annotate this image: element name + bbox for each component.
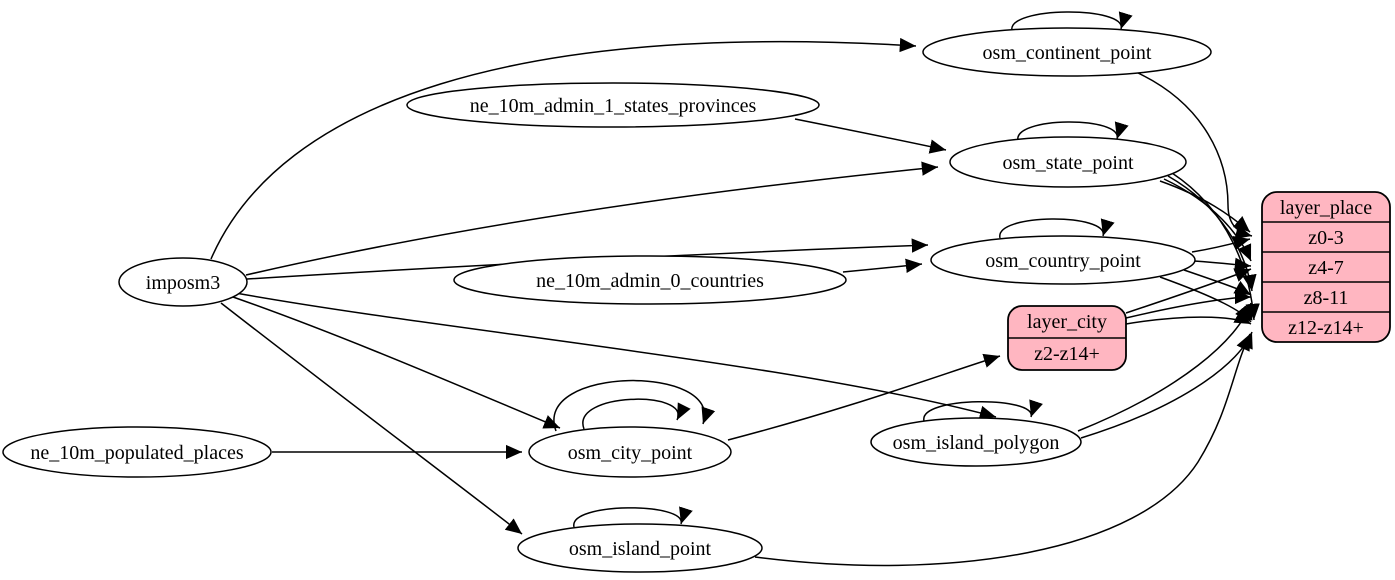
node-osm_island_point: osm_island_point (517, 523, 763, 573)
node-ne_10m_populated_places: ne_10m_populated_places (2, 426, 272, 478)
edge-imposm3-osm_city_point (232, 296, 561, 429)
node-label-osm_island_point: osm_island_point (569, 538, 712, 560)
edge-imposm3-osm_continent_point (210, 37, 917, 260)
edge-osm_state_point-layer_place-z0-3 (1159, 180, 1251, 233)
edge-osm_island_point-layer_place-z12-z14 (754, 333, 1251, 567)
node-ne_10m_admin_0_countries: ne_10m_admin_0_countries (453, 255, 847, 305)
edge-layer (210, 11, 1260, 567)
edge-osm_island_polygon-layer_place-z8-11 (1077, 302, 1253, 432)
edge-layer_city-layer_place-z4-7 (1125, 268, 1252, 314)
record-layer_place: layer_place z0-3 z4-7 z8-11 z12-z14+ (1261, 191, 1391, 343)
record-title-layer_place: layer_place (1280, 197, 1372, 219)
edge-ne_10m_admin_0_countries-osm_country_point (842, 258, 923, 273)
record-title-layer_city: layer_city (1027, 311, 1107, 333)
node-osm_city_point: osm_city_point (528, 426, 732, 478)
node-label-osm_state_point: osm_state_point (1002, 152, 1134, 174)
edge-ne_10m_admin_1_states_provinces-osm_state_point (794, 118, 947, 154)
record-row-layer_city-z2-z14: z2-z14+ (1034, 343, 1100, 365)
edge-osm_state_point-layer_place-z12-z14 (1171, 172, 1260, 321)
self-loop-osm_island_polygon (923, 399, 1043, 422)
edge-layer_city-layer_place-z8-11 (1125, 289, 1252, 319)
self-loop-osm_city_point-outer (553, 379, 716, 432)
self-loop-osm_island_point (573, 506, 693, 528)
self-loop-osm_state_point (1017, 121, 1129, 142)
record-row-layer_place-z12-z14: z12-z14+ (1288, 317, 1364, 339)
node-osm_continent_point: osm_continent_point (922, 27, 1212, 77)
record-row-layer_place-z4-7: z4-7 (1308, 257, 1344, 279)
node-label-ne_10m_populated_places: ne_10m_populated_places (30, 442, 243, 464)
edge-osm_city_point-layer_city-z2-z14 (727, 353, 1001, 441)
edge-osm_state_point-layer_place-z4-7 (1163, 178, 1252, 262)
node-label-ne_10m_admin_1_states_provinces: ne_10m_admin_1_states_provinces (470, 95, 757, 117)
node-osm_country_point: osm_country_point (930, 235, 1196, 285)
self-loop-osm_city_point-inner (582, 398, 691, 430)
node-label-osm_island_polygon: osm_island_polygon (893, 432, 1060, 454)
node-label-ne_10m_admin_0_countries: ne_10m_admin_0_countries (536, 270, 764, 292)
edge-imposm3-osm_island_point (220, 302, 523, 535)
edge-osm_country_point-layer_place-z0-3 (1191, 235, 1251, 253)
node-label-imposm3: imposm3 (146, 272, 220, 294)
self-loop-osm_continent_point (1011, 11, 1133, 32)
node-label-osm_country_point: osm_country_point (985, 250, 1141, 272)
edge-osm_country_point-layer_place-z4-7 (1193, 257, 1252, 272)
edge-imposm3-osm_island_polygon (229, 291, 997, 420)
edge-imposm3-osm_state_point (245, 161, 939, 276)
record-layer_city: layer_city z2-z14+ (1007, 305, 1127, 371)
node-label-osm_continent_point: osm_continent_point (983, 42, 1152, 64)
edge-layer_city-layer_place-z12-z14 (1125, 309, 1252, 325)
node-osm_island_polygon: osm_island_polygon (870, 417, 1082, 467)
self-loop-osm_country_point (999, 218, 1115, 239)
node-osm_state_point: osm_state_point (949, 136, 1187, 188)
record-row-layer_place-z8-11: z8-11 (1304, 287, 1349, 309)
node-imposm3: imposm3 (118, 257, 248, 307)
node-label-osm_city_point: osm_city_point (568, 442, 693, 464)
record-row-layer_place-z0-3: z0-3 (1308, 227, 1344, 249)
node-ne_10m_admin_1_states_provinces: ne_10m_admin_1_states_provinces (406, 82, 820, 128)
